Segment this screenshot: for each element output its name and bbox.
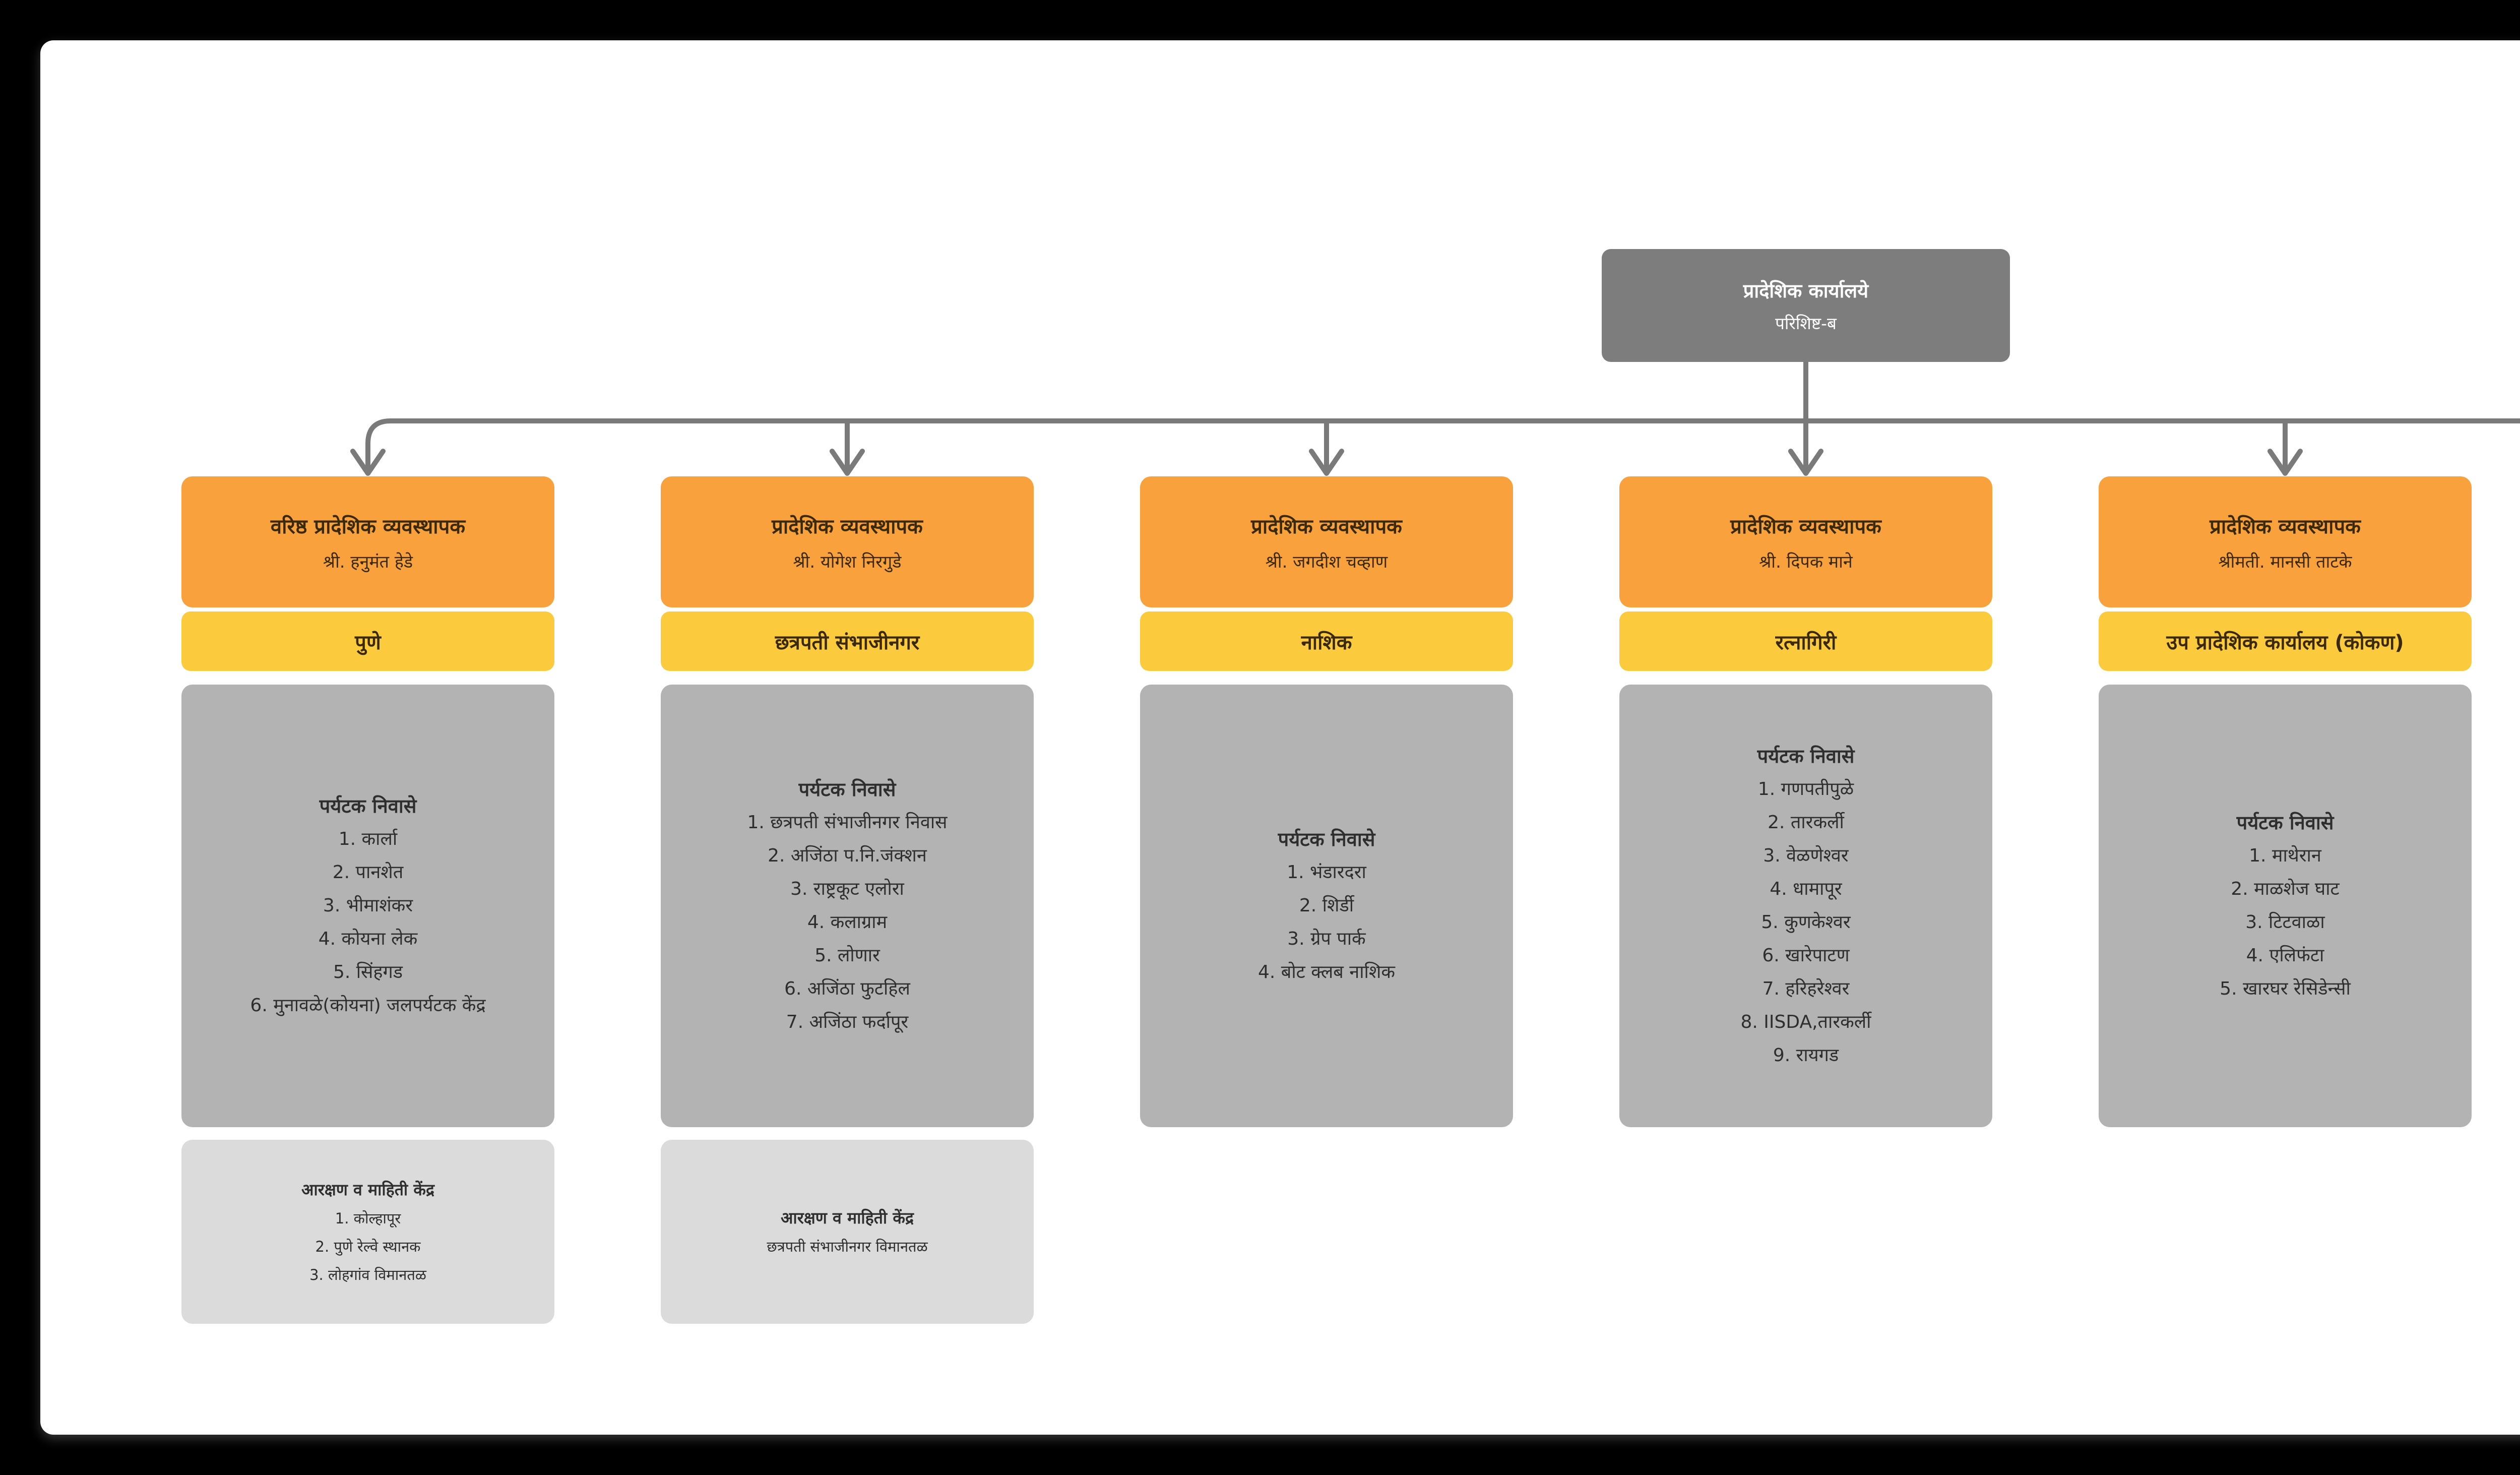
manager-name: श्री. हनुमंत हेडे — [323, 551, 413, 572]
manager-name: श्रीमती. मानसी ताटके — [2218, 551, 2352, 572]
reservation-item: 3. लोहगांव विमानतळ — [309, 1266, 426, 1283]
reservation-item: छत्रपती संभाजीनगर विमानतळ — [767, 1238, 928, 1255]
reservation-item: 1. कोल्हापूर — [335, 1209, 401, 1227]
location-bar: नाशिक — [1140, 611, 1513, 671]
residence-item: 4. एलिफंटा — [2246, 945, 2324, 966]
manager-title: प्रादेशिक व्यवस्थापक — [772, 515, 923, 538]
manager-title: प्रादेशिक व्यवस्थापक — [2210, 515, 2361, 538]
residences-title: पर्यटक निवासे — [1757, 745, 1855, 767]
residences-list: 1. माथेरान 2. माळशेज घाट 3. टिटवाळा 4. एलिफ… — [2220, 839, 2351, 1006]
residence-item: 7. हरिहरेश्वर — [1762, 978, 1850, 999]
location-bar: पुणे — [181, 611, 554, 671]
residence-item: 3. भीमाशंकर — [323, 895, 413, 916]
root-subtitle: परिशिष्ट-ब — [1775, 313, 1837, 333]
residences-list: 1. भंडारदरा 2. शिर्डी 3. ग्रेप पार्क 4. बोट… — [1258, 856, 1395, 989]
residence-item: 1. गणपतीपुळे — [1757, 779, 1854, 800]
residence-item: 5. लोणार — [814, 945, 880, 966]
manager-box: प्रादेशिक व्यवस्थापक श्री. जगदीश चव्हाण — [1140, 476, 1513, 607]
residence-item: 5. खारघर रेसिडेन्सी — [2220, 978, 2351, 999]
manager-box: प्रादेशिक व्यवस्थापक श्री. दिपक माने — [1619, 476, 1992, 607]
residence-item: 5. कुणकेश्वर — [1761, 912, 1851, 933]
residences-title: पर्यटक निवासे — [798, 778, 896, 801]
reservation-title: आरक्षण व माहिती केंद्र — [301, 1180, 434, 1199]
residences-list: 1. छत्रपती संभाजीनगर निवास 2. अजिंठा प.नि… — [747, 806, 947, 1039]
residence-item: 4. धामापूर — [1770, 879, 1842, 899]
manager-name: श्री. दिपक माने — [1759, 551, 1853, 572]
residence-item: 9. रायगड — [1773, 1045, 1839, 1066]
residence-item: 3. टिटवाळा — [2245, 912, 2325, 933]
residence-item: 6. खारेपाटण — [1762, 945, 1850, 966]
residence-item: 5. सिंहगड — [333, 962, 403, 982]
region-column: प्रादेशिक व्यवस्थापक श्री. योगेश निरगुडे… — [661, 476, 1034, 1324]
residence-item: 2. पानशेत — [332, 862, 404, 883]
residence-item: 1. कार्ला — [338, 829, 398, 849]
residence-item: 6. अजिंठा फुटहिल — [784, 978, 910, 999]
residence-item: 4. बोट क्लब नाशिक — [1257, 962, 1396, 982]
root-office-box: प्रादेशिक कार्यालये परिशिष्ट-ब — [1602, 249, 2010, 362]
residence-item: 3. वेळणेश्वर — [1763, 845, 1849, 866]
tourist-residences-box: पर्यटक निवासे 1. छत्रपती संभाजीनगर निवास… — [661, 685, 1034, 1127]
reservation-center-box: आरक्षण व माहिती केंद्र छत्रपती संभाजीनगर… — [661, 1140, 1034, 1324]
manager-title: वरिष्ठ प्रादेशिक व्यवस्थापक — [270, 515, 466, 538]
tourist-residences-box: पर्यटक निवासे 1. माथेरान 2. माळशेज घाट 3. … — [2099, 685, 2472, 1127]
residence-item: 1. माथेरान — [2249, 845, 2321, 866]
chart-canvas: प्रादेशिक कार्यालये परिशिष्ट-ब वरिष्ठ प्… — [40, 40, 2520, 1435]
manager-title: प्रादेशिक व्यवस्थापक — [1730, 515, 1881, 538]
residences-list: 1. गणपतीपुळे 2. तारकर्ली 3. वेळणेश्वर 4. धा… — [1741, 773, 1871, 1072]
manager-name: श्री. जगदीश चव्हाण — [1265, 551, 1388, 572]
region-column: प्रादेशिक व्यवस्थापक श्री. दिपक माने रत्… — [1619, 476, 1992, 1324]
manager-box: प्रादेशिक व्यवस्थापक श्रीमती. मानसी ताटक… — [2099, 476, 2472, 607]
reservation-list: छत्रपती संभाजीनगर विमानतळ — [767, 1233, 927, 1261]
tourist-residences-box: पर्यटक निवासे 1. कार्ला 2. पानशेत 3. भीमाश… — [181, 685, 554, 1127]
region-columns: वरिष्ठ प्रादेशिक व्यवस्थापक श्री. हनुमंत… — [40, 476, 2520, 1324]
reservation-list: 1. कोल्हापूर 2. पुणे रेल्वे स्थानक 3. लोहग… — [309, 1204, 426, 1289]
residence-item: 2. माळशेज घाट — [2231, 879, 2340, 899]
residence-item: 8. IISDA,तारकर्ली — [1740, 1012, 1871, 1032]
residence-item: 3. ग्रेप पार्क — [1287, 929, 1366, 949]
residence-item: 4. कोयना लेक — [318, 929, 418, 949]
manager-name: श्री. योगेश निरगुडे — [793, 551, 902, 572]
residences-title: पर्यटक निवासे — [319, 795, 417, 817]
reservation-title: आरक्षण व माहिती केंद्र — [781, 1208, 914, 1227]
location-bar: छत्रपती संभाजीनगर — [661, 611, 1034, 671]
residences-title: पर्यटक निवासे — [2236, 812, 2334, 834]
residence-item: 3. राष्ट्रकूट एलोरा — [790, 879, 904, 899]
reservation-center-box: आरक्षण व माहिती केंद्र 1. कोल्हापूर 2. पु… — [181, 1140, 554, 1324]
residence-item: 1. भंडारदरा — [1287, 862, 1366, 883]
residence-item: 4. कलाग्राम — [807, 912, 888, 933]
manager-box: वरिष्ठ प्रादेशिक व्यवस्थापक श्री. हनुमंत… — [181, 476, 554, 607]
tourist-residences-box: पर्यटक निवासे 1. गणपतीपुळे 2. तारकर्ली 3. … — [1619, 685, 1992, 1127]
residences-title: पर्यटक निवासे — [1278, 828, 1375, 850]
region-column: प्रादेशिक व्यवस्थापक श्रीमती. मानसी ताटक… — [2099, 476, 2472, 1324]
tourist-residences-box: पर्यटक निवासे 1. भंडारदरा 2. शिर्डी 3. ग्र… — [1140, 685, 1513, 1127]
region-column: वरिष्ठ प्रादेशिक व्यवस्थापक श्री. हनुमंत… — [181, 476, 554, 1324]
manager-box: प्रादेशिक व्यवस्थापक श्री. योगेश निरगुडे — [661, 476, 1034, 607]
residence-item: 1. छत्रपती संभाजीनगर निवास — [747, 812, 948, 833]
location-bar: रत्नागिरी — [1619, 611, 1992, 671]
residence-item: 6. मुनावळे(कोयना) जलपर्यटक केंद्र — [250, 995, 486, 1016]
region-column: प्रादेशिक व्यवस्थापक श्री. जगदीश चव्हाण … — [1140, 476, 1513, 1324]
location-bar: उप प्रादेशिक कार्यालय (कोकण) — [2099, 611, 2472, 671]
residence-item: 2. तारकर्ली — [1768, 812, 1844, 833]
residence-item: 2. शिर्डी — [1299, 895, 1354, 916]
root-title: प्रादेशिक कार्यालये — [1743, 279, 1869, 302]
residence-item: 7. अजिंठा फर्दापूर — [786, 1012, 909, 1032]
manager-title: प्रादेशिक व्यवस्थापक — [1251, 515, 1402, 538]
residences-list: 1. कार्ला 2. पानशेत 3. भीमाशंकर 4. कोयना ले… — [250, 823, 485, 1022]
residence-item: 2. अजिंठा प.नि.जंक्शन — [768, 845, 927, 866]
reservation-item: 2. पुणे रेल्वे स्थानक — [315, 1238, 421, 1255]
